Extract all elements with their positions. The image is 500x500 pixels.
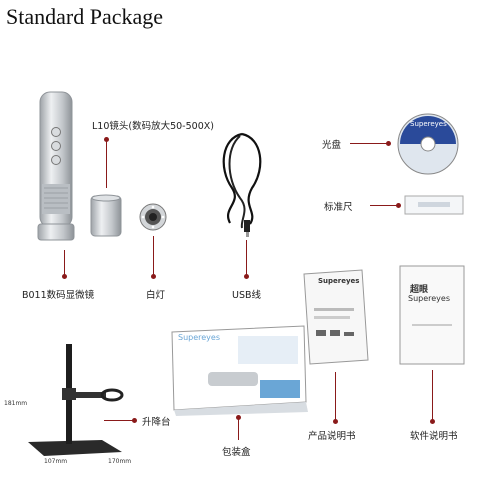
product-manual-illustration bbox=[303, 269, 369, 365]
dimension-height: 181mm bbox=[4, 400, 28, 407]
microscope-illustration bbox=[37, 91, 75, 241]
software-manual-leader-dot bbox=[430, 419, 435, 424]
cd-illustration bbox=[397, 113, 459, 175]
stand-leader-line bbox=[104, 420, 134, 421]
packaging-box-illustration bbox=[171, 325, 308, 416]
box-leader-line bbox=[238, 418, 239, 440]
label-lens: L10镜头(数码放大50-500X) bbox=[92, 121, 214, 132]
usb-leader-dot bbox=[244, 274, 249, 279]
label-microscope: B011数码显微镜 bbox=[22, 290, 95, 301]
ruler-leader-dot bbox=[396, 203, 401, 208]
cd-brand-text: Supereyes bbox=[410, 120, 447, 128]
software-manual-cn: 超眼 bbox=[410, 285, 429, 295]
light-leader-line bbox=[153, 236, 154, 278]
cd-leader-line bbox=[350, 143, 390, 144]
dimension-width: 170mm bbox=[108, 458, 132, 465]
software-manual-brand: Supereyes bbox=[408, 294, 451, 303]
label-software-manual: 软件说明书 bbox=[410, 431, 458, 442]
ruler-leader-line bbox=[370, 205, 398, 206]
label-box: 包装盒 bbox=[222, 447, 251, 458]
cd-leader-dot bbox=[386, 141, 391, 146]
stand-illustration bbox=[28, 344, 124, 456]
usb-leader-line bbox=[246, 240, 247, 278]
page-title: Standard Package bbox=[6, 4, 163, 29]
product-manual-leader-line bbox=[335, 372, 336, 422]
label-product-manual: 产品说明书 bbox=[308, 431, 356, 442]
box-brand: Supereyes bbox=[178, 333, 221, 342]
stand-leader-dot bbox=[132, 418, 137, 423]
white-light-illustration bbox=[139, 203, 167, 231]
product-manual-leader-dot bbox=[333, 419, 338, 424]
microscope-leader-dot bbox=[62, 274, 67, 279]
box-leader-dot bbox=[236, 415, 241, 420]
label-usb: USB线 bbox=[232, 290, 262, 301]
product-manual-brand: Supereyes bbox=[318, 277, 360, 285]
label-light: 白灯 bbox=[146, 290, 166, 301]
label-stand: 升降台 bbox=[142, 417, 171, 428]
light-leader-dot bbox=[151, 274, 156, 279]
label-cd: 光盘 bbox=[322, 140, 342, 151]
label-ruler: 标准尺 bbox=[324, 202, 353, 213]
lens-illustration bbox=[90, 194, 122, 237]
dimension-depth: 107mm bbox=[44, 458, 68, 465]
microscope-leader-line bbox=[64, 250, 65, 278]
lens-leader-line bbox=[106, 140, 107, 188]
software-manual-illustration bbox=[399, 265, 465, 365]
ruler-illustration bbox=[404, 195, 464, 215]
software-manual-leader-line bbox=[432, 370, 433, 422]
usb-cable-illustration bbox=[222, 132, 262, 237]
lens-leader-dot bbox=[104, 137, 109, 142]
